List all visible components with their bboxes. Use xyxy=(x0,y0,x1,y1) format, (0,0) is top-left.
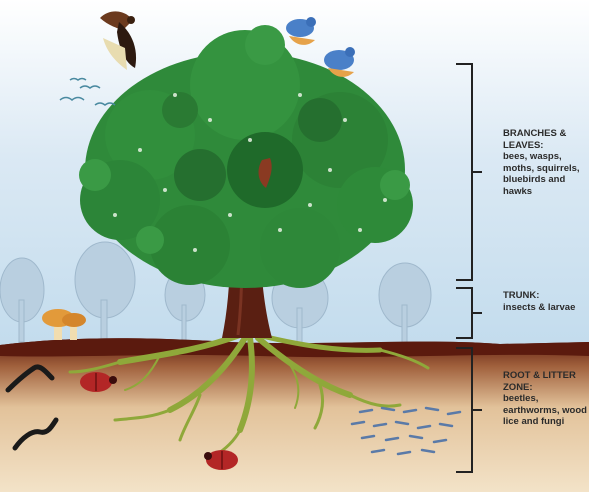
label-trunk-organisms: insects & larvae xyxy=(503,302,583,314)
soil-layer xyxy=(0,338,589,492)
label-branches-organisms: bees, wasps, moths, squirrels, bluebirds… xyxy=(503,151,589,197)
label-root-litter: ROOT & LITTER ZONE: beetles, earthworms,… xyxy=(503,370,589,428)
label-trunk: TRUNK: insects & larvae xyxy=(503,290,583,313)
label-branches-heading: BRANCHES & LEAVES: xyxy=(503,128,589,151)
label-root-heading: ROOT & LITTER ZONE: xyxy=(503,370,589,393)
label-branches-leaves: BRANCHES & LEAVES: bees, wasps, moths, s… xyxy=(503,128,589,197)
label-root-organisms: beetles, earthworms, wood lice and fungi xyxy=(503,393,589,428)
label-trunk-heading: TRUNK: xyxy=(503,290,583,302)
